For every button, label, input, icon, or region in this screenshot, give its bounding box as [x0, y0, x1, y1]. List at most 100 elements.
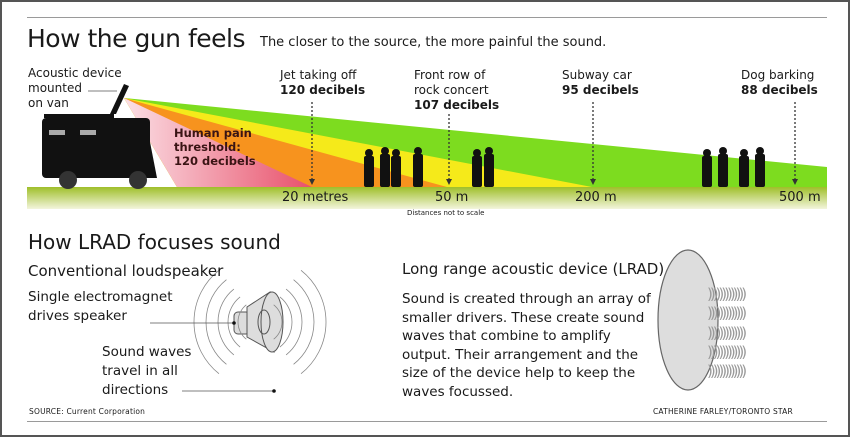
lrad-heading: Long range acoustic device (LRAD) [402, 260, 665, 278]
sound-arc [293, 279, 315, 365]
lrad-description: Sound is created through an array of sma… [402, 290, 651, 401]
marker-name: Front row of [414, 68, 486, 82]
person-silhouette [703, 149, 711, 157]
person-silhouette [756, 147, 764, 155]
beam-pain [124, 98, 312, 187]
callout-line: directions [102, 382, 169, 398]
distance-50: 50 m [435, 190, 469, 205]
marker-db: 107 decibels [414, 98, 500, 112]
device-label: Acoustic device mounted on van [28, 66, 122, 111]
marker-db: 95 decibels [562, 83, 639, 97]
callout-line: Sound waves [102, 344, 192, 360]
lrad-text-line: smaller drivers. These create sound [402, 309, 645, 326]
pain-threshold-label: Human pain threshold: 120 decibels [174, 126, 256, 168]
person-silhouette [472, 156, 482, 187]
section-heading: How LRAD focuses sound [28, 230, 281, 254]
page-title: How the gun feels [27, 24, 246, 53]
marker-name: Jet taking off [280, 68, 357, 82]
person-silhouette [364, 156, 374, 187]
arrowhead [792, 179, 798, 185]
distance-500: 500 m [779, 190, 821, 205]
lrad-text-line: size of the device help to keep the [402, 365, 636, 381]
credit: CATHERINE FARLEY/TORONTO STAR [653, 407, 793, 416]
marker-name: Dog barking [741, 68, 815, 82]
marker-jet: Jet taking off 120 decibels [280, 68, 365, 98]
pain-line: threshold: [174, 140, 241, 154]
sound-arc [217, 288, 235, 356]
scale-note: Distances not to scale [407, 209, 485, 217]
wave-row: ))))))))))))) [707, 285, 746, 303]
person-silhouette [380, 154, 390, 187]
sound-wave-arcs [193, 269, 327, 375]
marker-name: Subway car [562, 68, 632, 82]
device-label-line: Acoustic device [28, 66, 122, 80]
wave-row: ))))))))))))) [707, 324, 746, 342]
wave-row: ))))))))))))) [707, 343, 746, 361]
distance-200: 200 m [575, 190, 617, 205]
top-rule [27, 17, 827, 18]
person-silhouette [473, 149, 481, 157]
marker-concert: Front row of rock concert 107 decibels [414, 68, 499, 113]
marker-name: rock concert [414, 83, 489, 97]
person-silhouette [413, 154, 423, 187]
speaker-icon [233, 291, 284, 353]
callout-line: Single electromagnet [28, 289, 173, 305]
people-silhouettes [364, 147, 765, 187]
conventional-heading: Conventional loudspeaker [28, 262, 224, 280]
sound-arc [205, 279, 227, 365]
person-silhouette [755, 154, 765, 187]
bottom-rule [27, 421, 827, 422]
marker-dog: Dog barking 88 decibels [741, 68, 818, 98]
waves-dot [272, 389, 276, 393]
arrowhead [309, 179, 315, 185]
lrad-text-line: Sound is created through an array of [402, 291, 651, 307]
wave-row: ))))))))))))) [707, 362, 746, 380]
wave-row: ))))))))))))) [707, 304, 746, 322]
person-silhouette [484, 154, 494, 187]
pain-line: Human pain [174, 126, 252, 140]
sound-arc [300, 269, 327, 375]
person-silhouette [718, 154, 728, 187]
subtitle: The closer to the source, the more painf… [260, 35, 607, 50]
marker-db: 88 decibels [741, 83, 818, 97]
sound-arc [279, 296, 293, 348]
marker-subway: Subway car 95 decibels [562, 68, 639, 98]
distance-20: 20 metres [282, 190, 349, 205]
sound-arc [285, 288, 303, 356]
sound-arc [273, 304, 283, 340]
person-silhouette [485, 147, 493, 155]
arrowhead [590, 179, 596, 185]
lrad-dish-icon [657, 249, 719, 391]
person-silhouette [365, 149, 373, 157]
person-silhouette [414, 147, 422, 155]
electromagnet-dot [232, 321, 236, 325]
device-label-line: mounted [28, 81, 82, 95]
arrowhead [446, 179, 452, 185]
van-icon [42, 84, 157, 189]
person-silhouette [740, 149, 748, 157]
person-silhouette [739, 156, 749, 187]
sound-arc [193, 269, 220, 375]
lrad-text-line: output. Their arrangement and the [402, 346, 639, 363]
focused-wave-rows: ))))))))))))))))))))))))))))))))))))))))… [707, 285, 749, 380]
sound-arc [227, 296, 241, 348]
person-silhouette [392, 149, 400, 157]
distance-arrows [309, 102, 798, 185]
waves-callout: Sound waves travel in all directions [102, 343, 191, 400]
lrad-text-line: waves that combine to amplify [402, 328, 611, 344]
marker-db: 120 decibels [280, 83, 366, 97]
person-silhouette [381, 147, 389, 155]
sound-arc [237, 304, 247, 340]
callout-line: drives speaker [28, 308, 127, 324]
person-silhouette [719, 147, 727, 155]
person-silhouette [391, 156, 401, 187]
device-label-line: on van [28, 96, 69, 110]
callout-line: travel in all [102, 363, 178, 379]
electromagnet-callout: Single electromagnet drives speaker [28, 288, 173, 326]
person-silhouette [702, 156, 712, 187]
lrad-text-line: waves focussed. [402, 383, 514, 400]
ground [27, 187, 827, 209]
pain-line: 120 decibels [174, 154, 256, 168]
